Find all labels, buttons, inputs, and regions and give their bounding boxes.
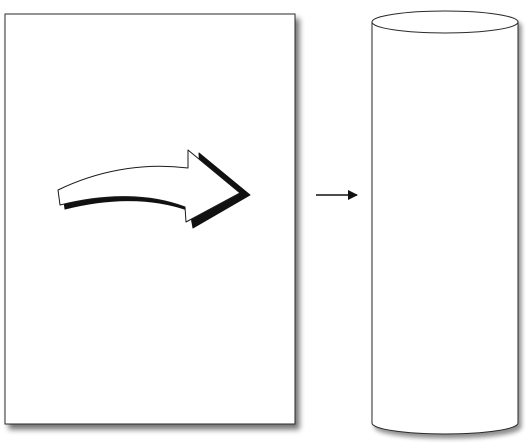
curved-arrow-icon <box>57 149 251 229</box>
page-sheet <box>4 13 296 425</box>
cylinder-top <box>371 10 519 34</box>
curved-arrow-face <box>57 149 241 223</box>
cylinder-body <box>371 21 519 435</box>
cylinder <box>371 10 519 435</box>
page-sheet-body <box>4 13 296 425</box>
